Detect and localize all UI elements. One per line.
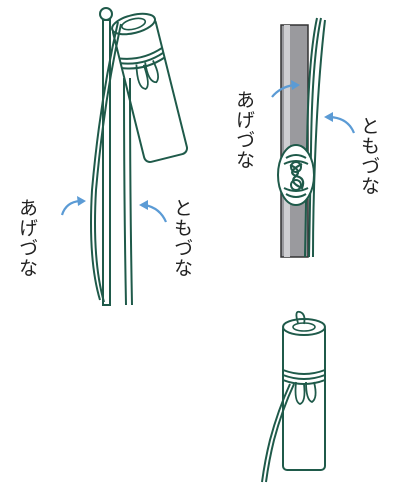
left-arrow-tomozuna [144, 203, 168, 223]
right-arrow-tomozuna [329, 115, 356, 134]
right-pole [280, 24, 309, 258]
left-agezuna-cord [90, 21, 119, 301]
left-cords [90, 21, 133, 306]
left-scroll [111, 12, 189, 163]
left-arrow-agezuna [60, 199, 81, 216]
bottom-loose-cord [261, 383, 291, 483]
right-top-figure [271, 17, 356, 258]
right-tomozuna-label: ともづな [358, 116, 380, 196]
left-agezuna-label: あげづな [16, 198, 38, 278]
right-agezuna-label: あげづな [233, 90, 255, 170]
right-tomozuna-cord [312, 19, 326, 258]
figure-eight-knot [277, 144, 315, 206]
bottom-scroll [282, 310, 326, 471]
left-tomozuna-label: ともづな [171, 198, 193, 278]
left-tomozuna-cord [123, 77, 127, 306]
left-pole [99, 7, 113, 306]
left-figure [60, 7, 189, 306]
right-bottom-figure [261, 310, 326, 483]
